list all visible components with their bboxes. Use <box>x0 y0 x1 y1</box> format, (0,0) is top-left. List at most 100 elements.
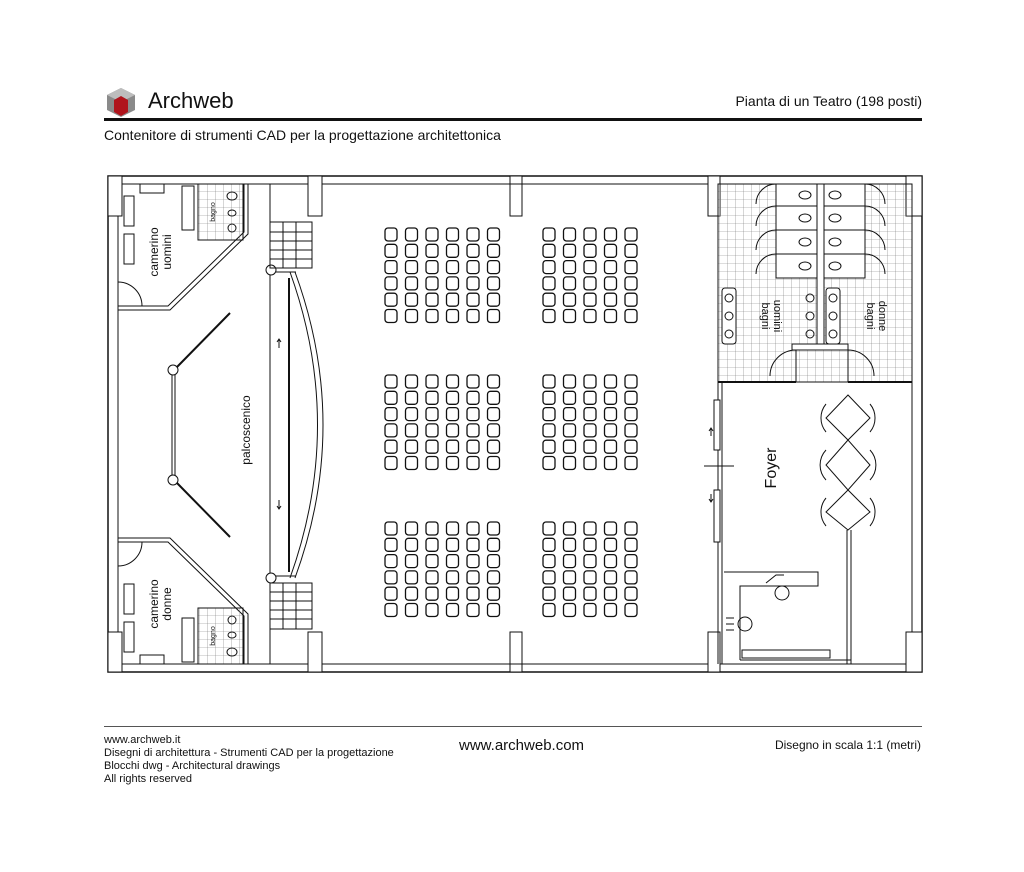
seat <box>542 521 556 536</box>
seat <box>445 439 460 454</box>
seat <box>486 292 501 307</box>
seat <box>583 292 597 307</box>
seat <box>425 423 439 438</box>
seat <box>603 243 618 258</box>
seat <box>445 521 460 536</box>
dressing-rooms <box>117 183 249 665</box>
seat <box>486 259 501 275</box>
seat <box>542 455 556 471</box>
seat <box>562 406 577 422</box>
footer-website[interactable]: www.archweb.it <box>104 734 181 746</box>
seat <box>624 537 638 552</box>
seat <box>425 406 439 422</box>
seat <box>486 227 501 242</box>
seat <box>404 308 419 324</box>
seat <box>603 390 618 405</box>
label-camerino-uomini: camerinouomini <box>147 227 174 277</box>
seat <box>624 259 638 275</box>
seat <box>542 570 556 585</box>
seat <box>542 423 556 438</box>
subtitle: Contenitore di strumenti CAD per la prog… <box>104 127 501 143</box>
seat <box>624 439 638 454</box>
seat <box>562 602 577 618</box>
seat <box>583 423 597 438</box>
seat <box>603 292 618 307</box>
seat <box>466 308 480 324</box>
seat <box>562 374 577 389</box>
seat <box>486 570 501 585</box>
seat <box>384 259 398 275</box>
seat <box>445 227 460 242</box>
seat <box>466 455 480 471</box>
seat <box>384 455 398 471</box>
seat <box>404 423 419 438</box>
seat <box>603 276 618 291</box>
seat <box>583 521 597 536</box>
label-foyer: Foyer <box>763 447 780 489</box>
seat <box>624 586 638 601</box>
footer-center-url[interactable]: www.archweb.com <box>459 737 585 754</box>
seat <box>425 390 439 405</box>
footer-line-2: Disegni di architettura - Strumenti CAD … <box>104 747 394 759</box>
sink-icon <box>805 311 815 321</box>
seat <box>603 455 618 471</box>
toilet-icon <box>798 261 812 271</box>
sink-icon <box>828 311 838 321</box>
seat <box>425 259 439 275</box>
seat <box>384 292 398 307</box>
seat <box>384 423 398 438</box>
seat <box>445 586 460 601</box>
seat <box>624 521 638 536</box>
seat <box>486 602 501 618</box>
seat <box>562 243 577 258</box>
toilet-icon <box>828 261 842 271</box>
stairs <box>269 221 313 630</box>
seat <box>542 374 556 389</box>
seat-block <box>542 227 638 324</box>
seat <box>624 570 638 585</box>
seat <box>466 570 480 585</box>
seat <box>583 553 597 569</box>
seat <box>603 521 618 536</box>
seat <box>542 602 556 618</box>
seat <box>562 439 577 454</box>
seat <box>583 276 597 291</box>
drawing-title: Pianta di un Teatro (198 posti) <box>735 93 922 109</box>
seat <box>603 259 618 275</box>
seat <box>583 406 597 422</box>
seat <box>404 537 419 552</box>
seat <box>404 406 419 422</box>
seat <box>425 276 439 291</box>
seat <box>404 292 419 307</box>
seat <box>384 537 398 552</box>
seat <box>603 227 618 242</box>
seat <box>562 570 577 585</box>
seat <box>445 537 460 552</box>
toilet-icon <box>798 213 812 223</box>
seat <box>486 374 501 389</box>
seat <box>445 553 460 569</box>
footer-line-4: All rights reserved <box>104 773 193 785</box>
seat <box>624 455 638 471</box>
brand-name[interactable]: Archweb <box>148 88 234 113</box>
seat <box>583 390 597 405</box>
sink-icon <box>805 329 815 339</box>
seat <box>583 439 597 454</box>
toilet-icon <box>798 237 812 247</box>
seat <box>562 537 577 552</box>
seat <box>624 390 638 405</box>
seat <box>624 423 638 438</box>
seat <box>603 602 618 618</box>
seat <box>542 537 556 552</box>
seat <box>384 521 398 536</box>
seat <box>624 292 638 307</box>
seat <box>562 259 577 275</box>
seat <box>384 586 398 601</box>
seat <box>486 521 501 536</box>
seat <box>603 439 618 454</box>
seat <box>583 602 597 618</box>
seat <box>542 308 556 324</box>
seat <box>466 292 480 307</box>
seat <box>445 374 460 389</box>
seat <box>466 374 480 389</box>
